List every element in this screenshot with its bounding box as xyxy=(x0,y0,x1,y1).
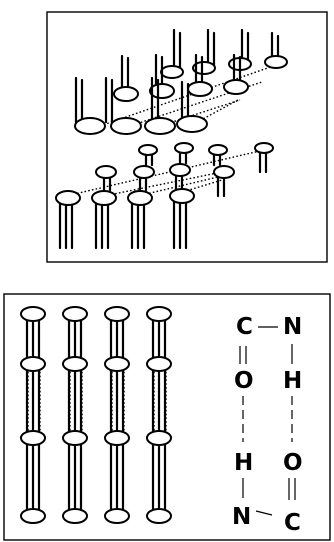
planar-hbond-rungs xyxy=(27,368,167,438)
upper-sheet-back-row xyxy=(160,28,288,79)
planar-panel: C N O H H O N C xyxy=(3,293,331,541)
bond-n-c-bottom xyxy=(255,510,273,516)
planar-column-3 xyxy=(104,306,130,524)
atom-o-upper: O xyxy=(234,368,254,394)
planar-column-4 xyxy=(146,306,172,524)
perspective-panel xyxy=(46,11,328,263)
hbond-formula: C N O H H O N C xyxy=(232,314,303,536)
lower-sheet-middle-row xyxy=(95,163,235,198)
atom-o-lower: O xyxy=(283,450,303,476)
planar-column-2 xyxy=(62,306,88,524)
atom-n-top: N xyxy=(283,314,302,340)
atom-c-top: C xyxy=(236,314,253,340)
upper-sheet-middle-row xyxy=(113,53,249,102)
atom-n-bottom: N xyxy=(232,504,251,530)
perspective-panel-frame xyxy=(46,11,328,263)
lower-sheet-front-row xyxy=(55,188,195,250)
atom-h-lower: H xyxy=(234,450,253,476)
lower-sheet-back-row xyxy=(138,142,274,174)
atom-h-upper: H xyxy=(283,368,302,394)
atom-c-bottom: C xyxy=(284,510,301,536)
planar-panel-frame xyxy=(3,293,331,541)
upper-sheet-front-row xyxy=(74,76,208,135)
planar-column-1 xyxy=(20,306,46,524)
